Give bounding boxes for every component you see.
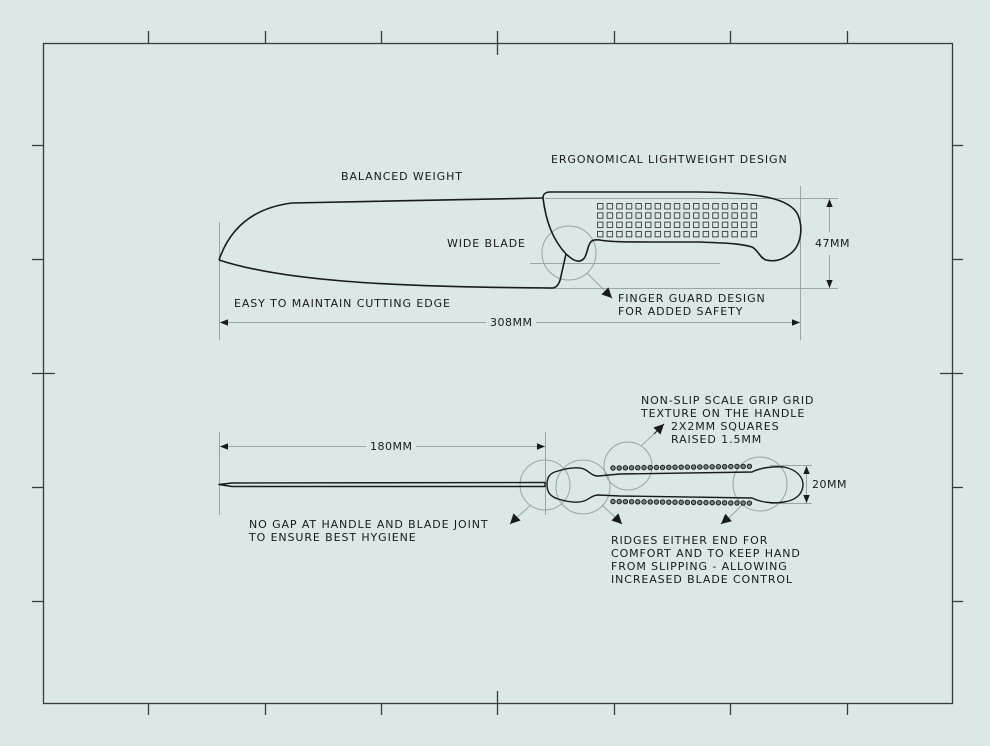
label-grip-4: RAISED 1.5MM [671, 433, 763, 446]
label-grip-2: TEXTURE ON THE HANDLE [641, 407, 806, 420]
top-view-knife [218, 466, 804, 504]
grip-ridges [610, 463, 753, 506]
side-view-dimensions [220, 199, 833, 326]
side-view-construction-lines [219, 186, 838, 340]
label-balanced-weight: BALANCED WEIGHT [341, 170, 463, 183]
grip-grid-squares [597, 203, 758, 238]
label-grip-1: NON-SLIP SCALE GRIP GRID [641, 394, 815, 407]
top-blade-outline [218, 481, 546, 488]
label-ridges-3: FROM SLIPPING - ALLOWING [611, 560, 788, 573]
side-blade-outline [218, 197, 567, 289]
sheet-frame [32, 31, 963, 715]
label-ridges-1: RIDGES EITHER END FOR [611, 534, 769, 547]
label-finger-guard-2: FOR ADDED SAFETY [618, 305, 744, 318]
label-joint-2: TO ENSURE BEST HYGIENE [249, 531, 417, 544]
label-ridges-4: INCREASED BLADE CONTROL [611, 573, 793, 586]
top-view-dimensions [220, 423, 810, 525]
label-ergonomic-design: ERGONOMICAL LIGHTWEIGHT DESIGN [551, 153, 788, 166]
label-finger-guard-1: FINGER GUARD DESIGN [618, 292, 766, 305]
top-handle-outline [546, 466, 804, 504]
label-joint-1: NO GAP AT HANDLE AND BLADE JOINT [249, 518, 489, 531]
dimension-handle-width: 20MM [808, 478, 851, 491]
side-view-knife [218, 191, 802, 289]
label-ridges-2: COMFORT AND TO KEEP HAND [611, 547, 801, 560]
side-handle-outline [542, 191, 802, 262]
label-wide-blade: WIDE BLADE [447, 237, 526, 250]
dimension-length: 308MM [486, 316, 537, 329]
dimension-height: 47MM [811, 237, 854, 250]
label-grip-3: 2X2MM SQUARES [671, 420, 780, 433]
dimension-blade-length: 180MM [366, 440, 417, 453]
label-cutting-edge: EASY TO MAINTAIN CUTTING EDGE [234, 297, 451, 310]
